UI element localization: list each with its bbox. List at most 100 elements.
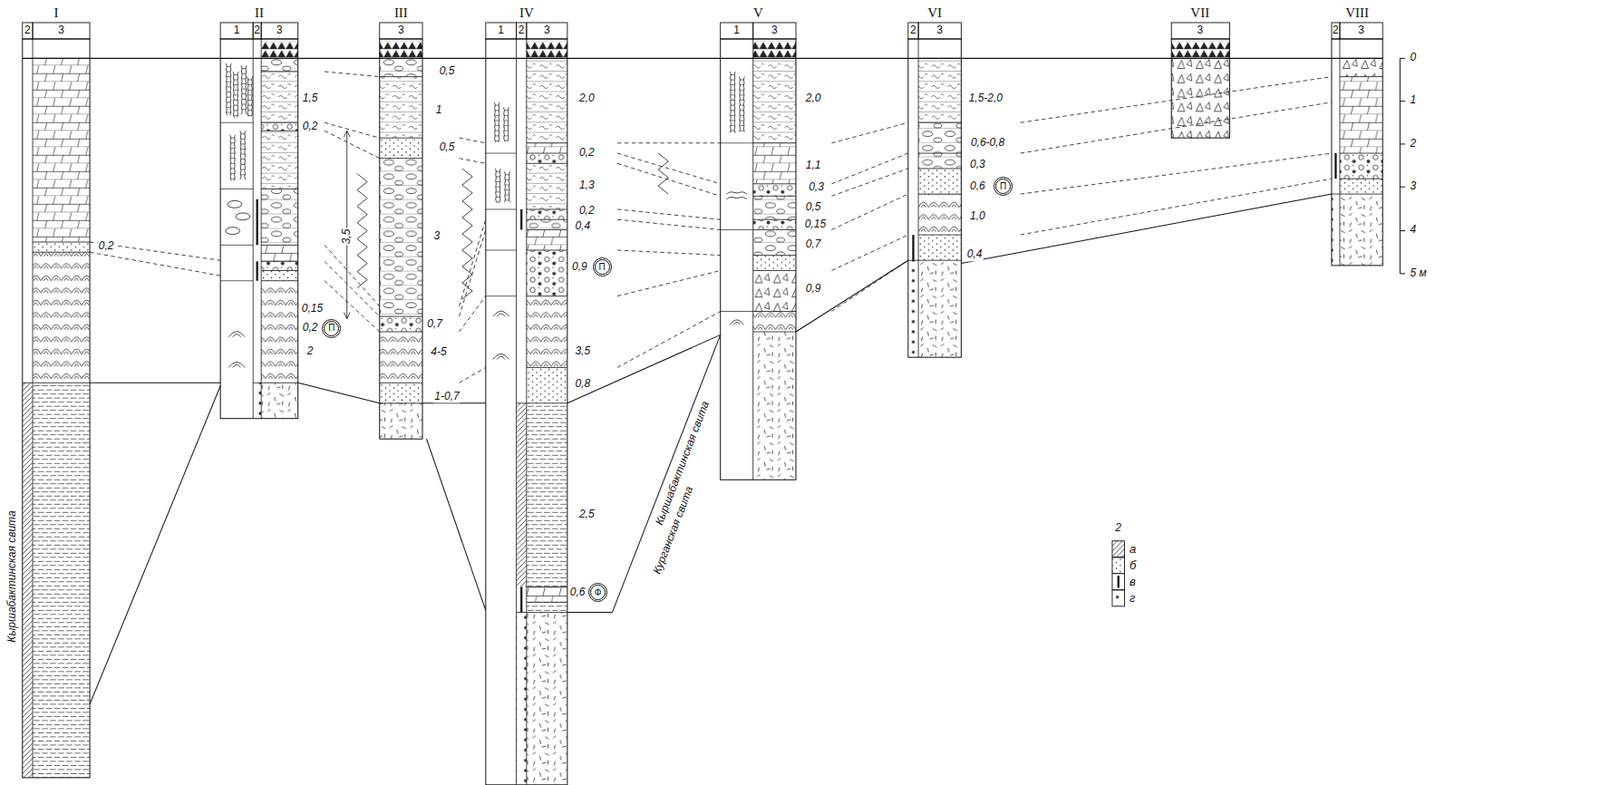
layer-boundary bbox=[32, 252, 90, 253]
rock-layer bbox=[526, 612, 568, 785]
rock-layer bbox=[379, 331, 423, 383]
wavy-bedding bbox=[726, 196, 747, 199]
layer-boundary bbox=[753, 229, 796, 231]
thickness-value: 0,5 bbox=[438, 65, 456, 78]
rock-layer bbox=[918, 260, 961, 358]
stromatolite-column bbox=[226, 106, 232, 108]
column-outline bbox=[220, 38, 299, 419]
stromatolite-column bbox=[504, 125, 509, 127]
rock-layer bbox=[1339, 153, 1383, 179]
stromatolite-column bbox=[730, 99, 736, 101]
rock-layer bbox=[918, 122, 961, 154]
header-cell bbox=[908, 22, 919, 39]
column-divider bbox=[918, 38, 920, 358]
layer-boundary bbox=[261, 244, 299, 246]
rock-layer bbox=[252, 382, 262, 418]
formation-boundary bbox=[89, 386, 221, 705]
thickness-value: 0,15 bbox=[804, 218, 827, 231]
stromatolite-column bbox=[229, 63, 232, 116]
layer-boundary bbox=[918, 260, 961, 262]
stromatolite-column bbox=[241, 65, 243, 115]
stromatolite-dome bbox=[493, 310, 510, 317]
thickness-value: 0,3 bbox=[807, 182, 825, 194]
layer-boundary bbox=[252, 382, 262, 384]
stromatolite-column bbox=[241, 143, 246, 145]
layer-boundary bbox=[261, 261, 299, 262]
legend-swatch bbox=[1112, 590, 1125, 607]
column-header: 3 bbox=[771, 24, 778, 37]
stromatolite-column bbox=[730, 130, 736, 132]
layer-boundary bbox=[379, 157, 423, 159]
stromatolite-column bbox=[739, 130, 745, 132]
scale-tick bbox=[1399, 186, 1406, 188]
layer-boundary bbox=[526, 219, 568, 221]
stromatolite-column bbox=[245, 65, 247, 115]
structure-divider bbox=[220, 188, 253, 190]
stromatolite-column bbox=[504, 130, 509, 132]
column-number: II bbox=[253, 4, 265, 20]
rock-layer bbox=[753, 331, 796, 480]
correlation-line bbox=[617, 142, 721, 144]
stromatolite-column bbox=[504, 199, 510, 201]
rock-layer bbox=[379, 58, 423, 77]
column-outline bbox=[379, 38, 423, 439]
stromatolite-column bbox=[233, 74, 239, 76]
stromatolite-column bbox=[495, 186, 501, 188]
thickness-value: 0,2 bbox=[301, 322, 320, 335]
column-outline bbox=[1331, 38, 1383, 266]
scale-value: 0 bbox=[1409, 52, 1418, 65]
rock-layer bbox=[753, 58, 796, 143]
rock-layer bbox=[261, 122, 299, 131]
thickness-value: 0,7 bbox=[804, 239, 823, 252]
scale-value: 1 bbox=[1409, 95, 1418, 107]
rock-layer bbox=[261, 382, 299, 418]
header-cell bbox=[379, 22, 423, 39]
column-outline bbox=[1171, 38, 1230, 138]
stromatolite-column bbox=[730, 78, 736, 80]
fossil-letter: П bbox=[999, 182, 1007, 192]
layer-boundary bbox=[526, 611, 568, 613]
stromatolite-column bbox=[504, 135, 509, 136]
column-divider bbox=[525, 38, 527, 785]
formation-boundary bbox=[298, 382, 380, 404]
rock-layer bbox=[918, 168, 961, 194]
scale-tick bbox=[1399, 143, 1406, 145]
structure-divider bbox=[220, 280, 253, 282]
legend-text: б bbox=[1128, 558, 1137, 572]
header-cell bbox=[32, 22, 90, 39]
stromatolite-column bbox=[494, 105, 500, 107]
soil-cap bbox=[753, 40, 796, 59]
stromatolite-column bbox=[241, 169, 246, 171]
rock-layer bbox=[379, 382, 423, 404]
soil-cap bbox=[1171, 40, 1230, 59]
thickness-value: 1,5-2,0 bbox=[968, 93, 1004, 106]
rock-layer bbox=[526, 601, 568, 612]
thickness-value: 4-5 bbox=[429, 347, 447, 359]
header-cell bbox=[22, 22, 33, 39]
layer-boundary bbox=[379, 316, 423, 318]
zigzag-mark bbox=[462, 168, 473, 300]
layer-boundary bbox=[516, 402, 527, 404]
rock-layer bbox=[379, 403, 423, 439]
layer-boundary bbox=[526, 295, 568, 297]
thickness-value: 3,5 bbox=[573, 346, 592, 359]
rock-layer bbox=[516, 403, 527, 588]
stromatolite-column bbox=[241, 158, 246, 160]
scale-value: 3 bbox=[1409, 180, 1418, 193]
column-header: 3 bbox=[276, 24, 283, 37]
rock-layer bbox=[526, 209, 568, 220]
rock-layer bbox=[526, 229, 568, 251]
stromatolite-column bbox=[226, 86, 232, 88]
fossil-letter: П bbox=[328, 323, 335, 333]
stromatolite-column bbox=[242, 108, 247, 110]
fossil-letter: П bbox=[599, 262, 606, 272]
column2-bar bbox=[520, 209, 523, 231]
stromatolite-column bbox=[730, 105, 736, 107]
stromatolite-dome bbox=[232, 334, 242, 338]
column-divider bbox=[1338, 38, 1340, 266]
thickness-value: 0,9 bbox=[804, 282, 823, 295]
stromatolite-column bbox=[730, 125, 736, 127]
header-cell bbox=[1171, 22, 1230, 39]
correlation-line bbox=[831, 234, 908, 271]
thickness-value: 2,0 bbox=[578, 93, 596, 106]
